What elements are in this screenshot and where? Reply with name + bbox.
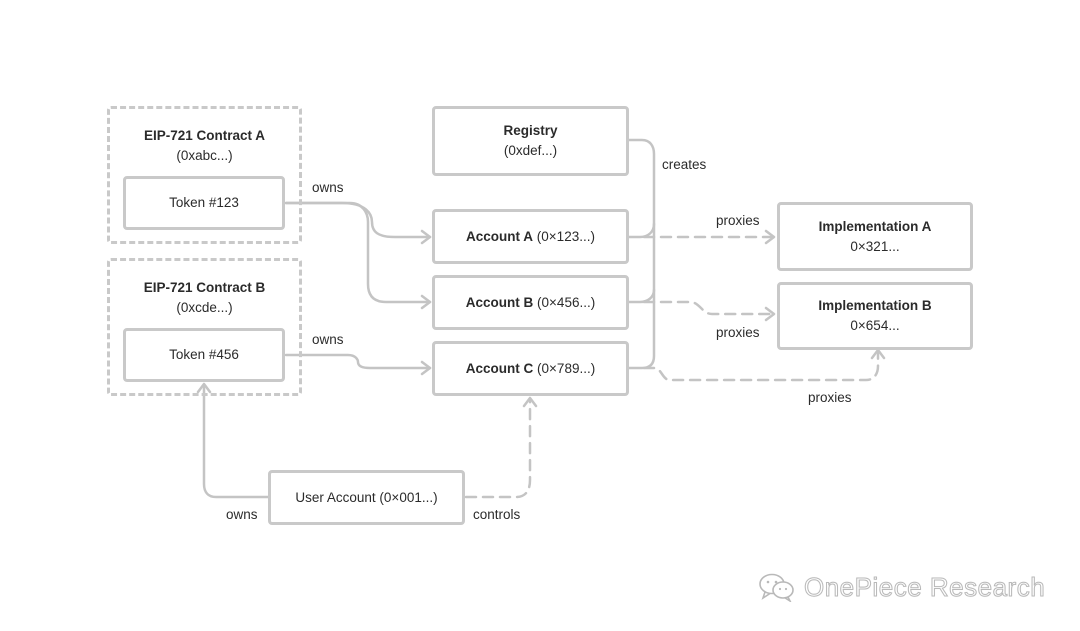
account-b-address: (0×456...) bbox=[537, 294, 596, 310]
owns-label-b: owns bbox=[312, 332, 344, 347]
user-account-box[interactable]: User Account (0×001...) bbox=[268, 470, 465, 525]
token-123-box[interactable]: Token #123 bbox=[123, 176, 285, 230]
arrowhead-impl-b bbox=[764, 306, 776, 322]
arrowhead-account-c-controls bbox=[522, 396, 538, 408]
contract-b-address: (0xcde...) bbox=[176, 300, 233, 315]
arrowhead-impl-a bbox=[764, 229, 776, 245]
account-a-address: (0×123...) bbox=[536, 228, 595, 244]
account-b-name: Account B bbox=[465, 294, 534, 310]
implementation-b-title: Implementation B bbox=[818, 298, 932, 313]
creates-branch-account-b bbox=[626, 288, 656, 304]
implementation-a-box[interactable]: Implementation A 0×321... bbox=[777, 202, 973, 271]
implementation-a-address: 0×321... bbox=[850, 238, 900, 254]
account-c-name: Account C bbox=[465, 360, 534, 376]
contract-b-title: EIP-721 Contract B bbox=[143, 280, 266, 295]
arrowhead-impl-b-from-c bbox=[870, 348, 886, 360]
watermark: OnePiece Research bbox=[758, 570, 1045, 604]
proxies-label-b: proxies bbox=[716, 325, 760, 340]
arrowhead-account-c bbox=[420, 360, 432, 376]
watermark-text: OnePiece Research bbox=[803, 571, 1046, 602]
proxies-label-a: proxies bbox=[716, 213, 760, 228]
creates-branch-account-a bbox=[626, 222, 656, 239]
account-a-box[interactable]: Account A (0×123...) bbox=[432, 209, 629, 264]
arrowhead-account-a bbox=[420, 229, 432, 245]
owns-arrow-token123-account-b bbox=[284, 201, 432, 304]
token-456-label: Token #456 bbox=[169, 347, 239, 362]
proxies-line-c bbox=[642, 350, 880, 382]
registry-address: (0xdef...) bbox=[503, 143, 558, 158]
implementation-a-title: Implementation A bbox=[818, 218, 932, 234]
user-account-label: User Account (0×001...) bbox=[295, 489, 438, 505]
controls-label: controls bbox=[473, 507, 521, 522]
implementation-b-address: 0×654... bbox=[850, 318, 900, 333]
account-c-box[interactable]: Account C (0×789...) bbox=[432, 341, 629, 396]
arrowhead-token456 bbox=[196, 382, 212, 394]
owns-label-a: owns bbox=[312, 180, 344, 195]
contract-a-container[interactable]: EIP-721 Contract A (0xabc...) bbox=[107, 106, 302, 244]
account-b-box[interactable]: Account B (0×456...) bbox=[432, 275, 629, 330]
implementation-b-box[interactable]: Implementation B 0×654... bbox=[777, 282, 973, 350]
account-c-address: (0×789...) bbox=[537, 360, 596, 376]
token-456-box[interactable]: Token #456 bbox=[123, 328, 285, 382]
token-123-label: Token #123 bbox=[169, 195, 239, 210]
owns-label-user: owns bbox=[226, 507, 258, 522]
contract-b-container[interactable]: EIP-721 Contract B (0xcde...) bbox=[107, 258, 302, 396]
controls-line bbox=[464, 398, 532, 499]
wechat-icon bbox=[759, 573, 794, 602]
creates-label: creates bbox=[662, 157, 707, 172]
contract-a-title: EIP-721 Contract A bbox=[143, 128, 266, 143]
owns-line-user-token456 bbox=[202, 384, 270, 499]
contract-a-address: (0xabc...) bbox=[176, 148, 233, 163]
registry-box[interactable]: Registry (0xdef...) bbox=[432, 106, 629, 176]
registry-title: Registry bbox=[503, 123, 558, 138]
account-a-name: Account A bbox=[466, 228, 534, 244]
owns-arrow-token456-account-c bbox=[284, 353, 432, 370]
proxies-label-c: proxies bbox=[808, 390, 852, 405]
arrowhead-account-b bbox=[420, 294, 432, 310]
proxies-line-b bbox=[642, 300, 776, 316]
